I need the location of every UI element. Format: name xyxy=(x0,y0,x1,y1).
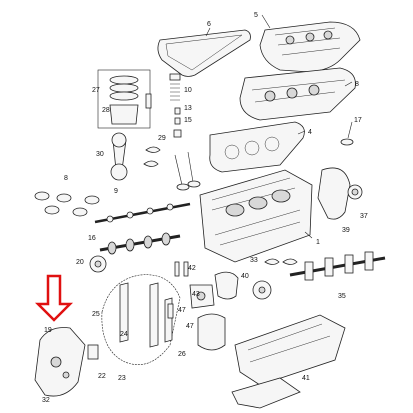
label-35: 35 xyxy=(338,293,346,300)
head-gasket xyxy=(209,121,305,173)
label-15: 15 xyxy=(184,117,192,124)
rocker-arms xyxy=(34,191,100,217)
highlight-arrow xyxy=(34,274,74,322)
label-42: 43 xyxy=(192,291,200,298)
label-26: 26 xyxy=(178,351,186,358)
crank-pulley xyxy=(252,280,272,300)
label-10: 10 xyxy=(184,87,192,94)
label-8: 8 xyxy=(64,175,68,182)
label-43: 47 xyxy=(178,307,186,314)
front-timing-cover xyxy=(34,327,86,397)
label-39: 40 xyxy=(241,273,249,280)
oil-pan-lower xyxy=(231,377,301,409)
label-32: 32 xyxy=(42,397,50,404)
oil-pump-chain xyxy=(214,271,239,300)
label-6: 8 xyxy=(355,81,359,88)
timing-chain xyxy=(101,274,181,365)
label-1: 1 xyxy=(316,239,320,246)
label-5: 6 xyxy=(207,21,211,28)
dipstick-tube xyxy=(340,121,354,146)
engine-block xyxy=(199,169,313,263)
label-27: 27 xyxy=(92,87,100,94)
label-29: 29 xyxy=(158,135,166,142)
rear-seal xyxy=(347,184,363,200)
label-9: 9 xyxy=(114,188,118,195)
valve-cover-gasket xyxy=(157,29,251,77)
label-17: 17 xyxy=(354,117,362,124)
label-24: 24 xyxy=(120,331,128,338)
rear-cover xyxy=(317,167,351,220)
label-23: 23 xyxy=(118,375,126,382)
camshaft-lower xyxy=(99,232,181,255)
label-41: 42 xyxy=(188,265,196,272)
label-20: 20 xyxy=(76,259,84,266)
crankshaft xyxy=(289,251,386,281)
oil-filter-housing xyxy=(197,313,226,351)
camshaft-upper xyxy=(94,202,191,224)
label-36: 37 xyxy=(360,213,368,220)
label-37: 39 xyxy=(342,227,350,234)
bolts xyxy=(167,261,189,319)
oil-pan-upper xyxy=(234,314,346,386)
cylinder-head xyxy=(239,67,356,121)
valve-springs xyxy=(169,73,182,138)
label-30: 30 xyxy=(96,151,104,158)
label-40: 41 xyxy=(302,375,310,382)
part-number-labels: 6 5 8 4 17 27 28 10 13 15 29 30 8 9 16 2… xyxy=(42,12,368,404)
cam-sprocket xyxy=(89,255,107,273)
label-25: 25 xyxy=(92,311,100,318)
connecting-rod xyxy=(110,132,128,181)
main-bearings xyxy=(264,258,298,265)
label-16: 16 xyxy=(88,235,96,242)
label-3: 4 xyxy=(308,129,312,136)
label-28: 28 xyxy=(102,107,110,114)
valves xyxy=(174,151,201,191)
valve-cover xyxy=(259,21,361,73)
label-4: 5 xyxy=(254,12,258,19)
chain-guides xyxy=(119,282,173,348)
chain-tensioner xyxy=(87,344,99,360)
rod-bearing xyxy=(143,146,161,167)
oil-pump xyxy=(189,284,215,309)
piston-rings xyxy=(97,69,151,129)
label-22: 22 xyxy=(98,373,106,380)
label-47: 47 xyxy=(186,323,194,330)
label-19: 19 xyxy=(44,327,52,334)
label-13: 13 xyxy=(184,105,192,112)
label-33: 33 xyxy=(250,257,258,264)
